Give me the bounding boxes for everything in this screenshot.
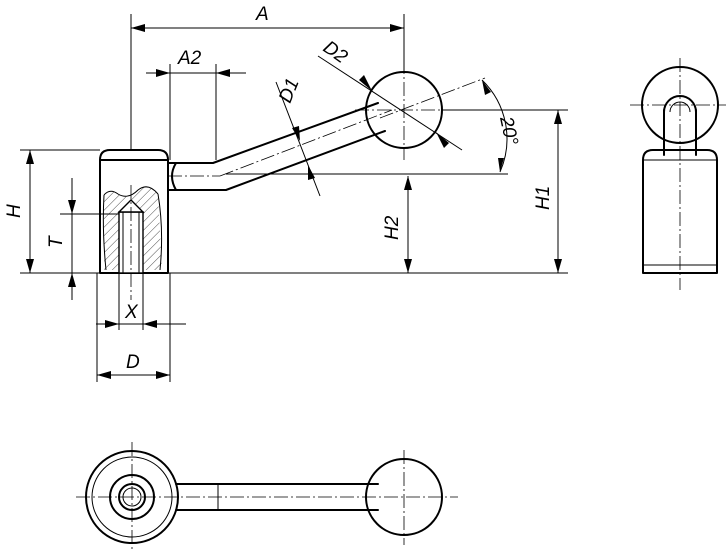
dim-angle: 20°: [226, 79, 522, 175]
front-view: A A2 D1 D2: [4, 4, 568, 382]
dim-D1: D1: [275, 75, 321, 197]
label-X: X: [124, 302, 139, 323]
dim-T: T: [46, 178, 119, 300]
label-angle: 20°: [495, 114, 522, 148]
label-H1: H1: [533, 186, 554, 210]
dim-A: A: [130, 4, 405, 150]
dim-H: H: [4, 149, 100, 273]
label-H2: H2: [382, 215, 403, 240]
crank-arm: [167, 102, 393, 191]
side-view: [630, 58, 726, 290]
label-D: D: [126, 352, 140, 373]
dim-D2: D2: [317, 37, 463, 151]
label-D2: D2: [319, 37, 351, 68]
dim-H2: H2: [382, 176, 412, 273]
top-view: [76, 442, 458, 552]
dim-A2: A2: [146, 48, 246, 160]
label-T: T: [46, 235, 67, 248]
label-D1: D1: [275, 75, 304, 105]
dim-X: X: [96, 273, 186, 330]
dim-D: D: [96, 273, 171, 382]
hub-body: [99, 149, 169, 300]
label-A2: A2: [177, 48, 202, 69]
label-H: H: [4, 204, 25, 218]
dim-H1: H1: [442, 109, 568, 273]
label-A: A: [255, 4, 269, 25]
